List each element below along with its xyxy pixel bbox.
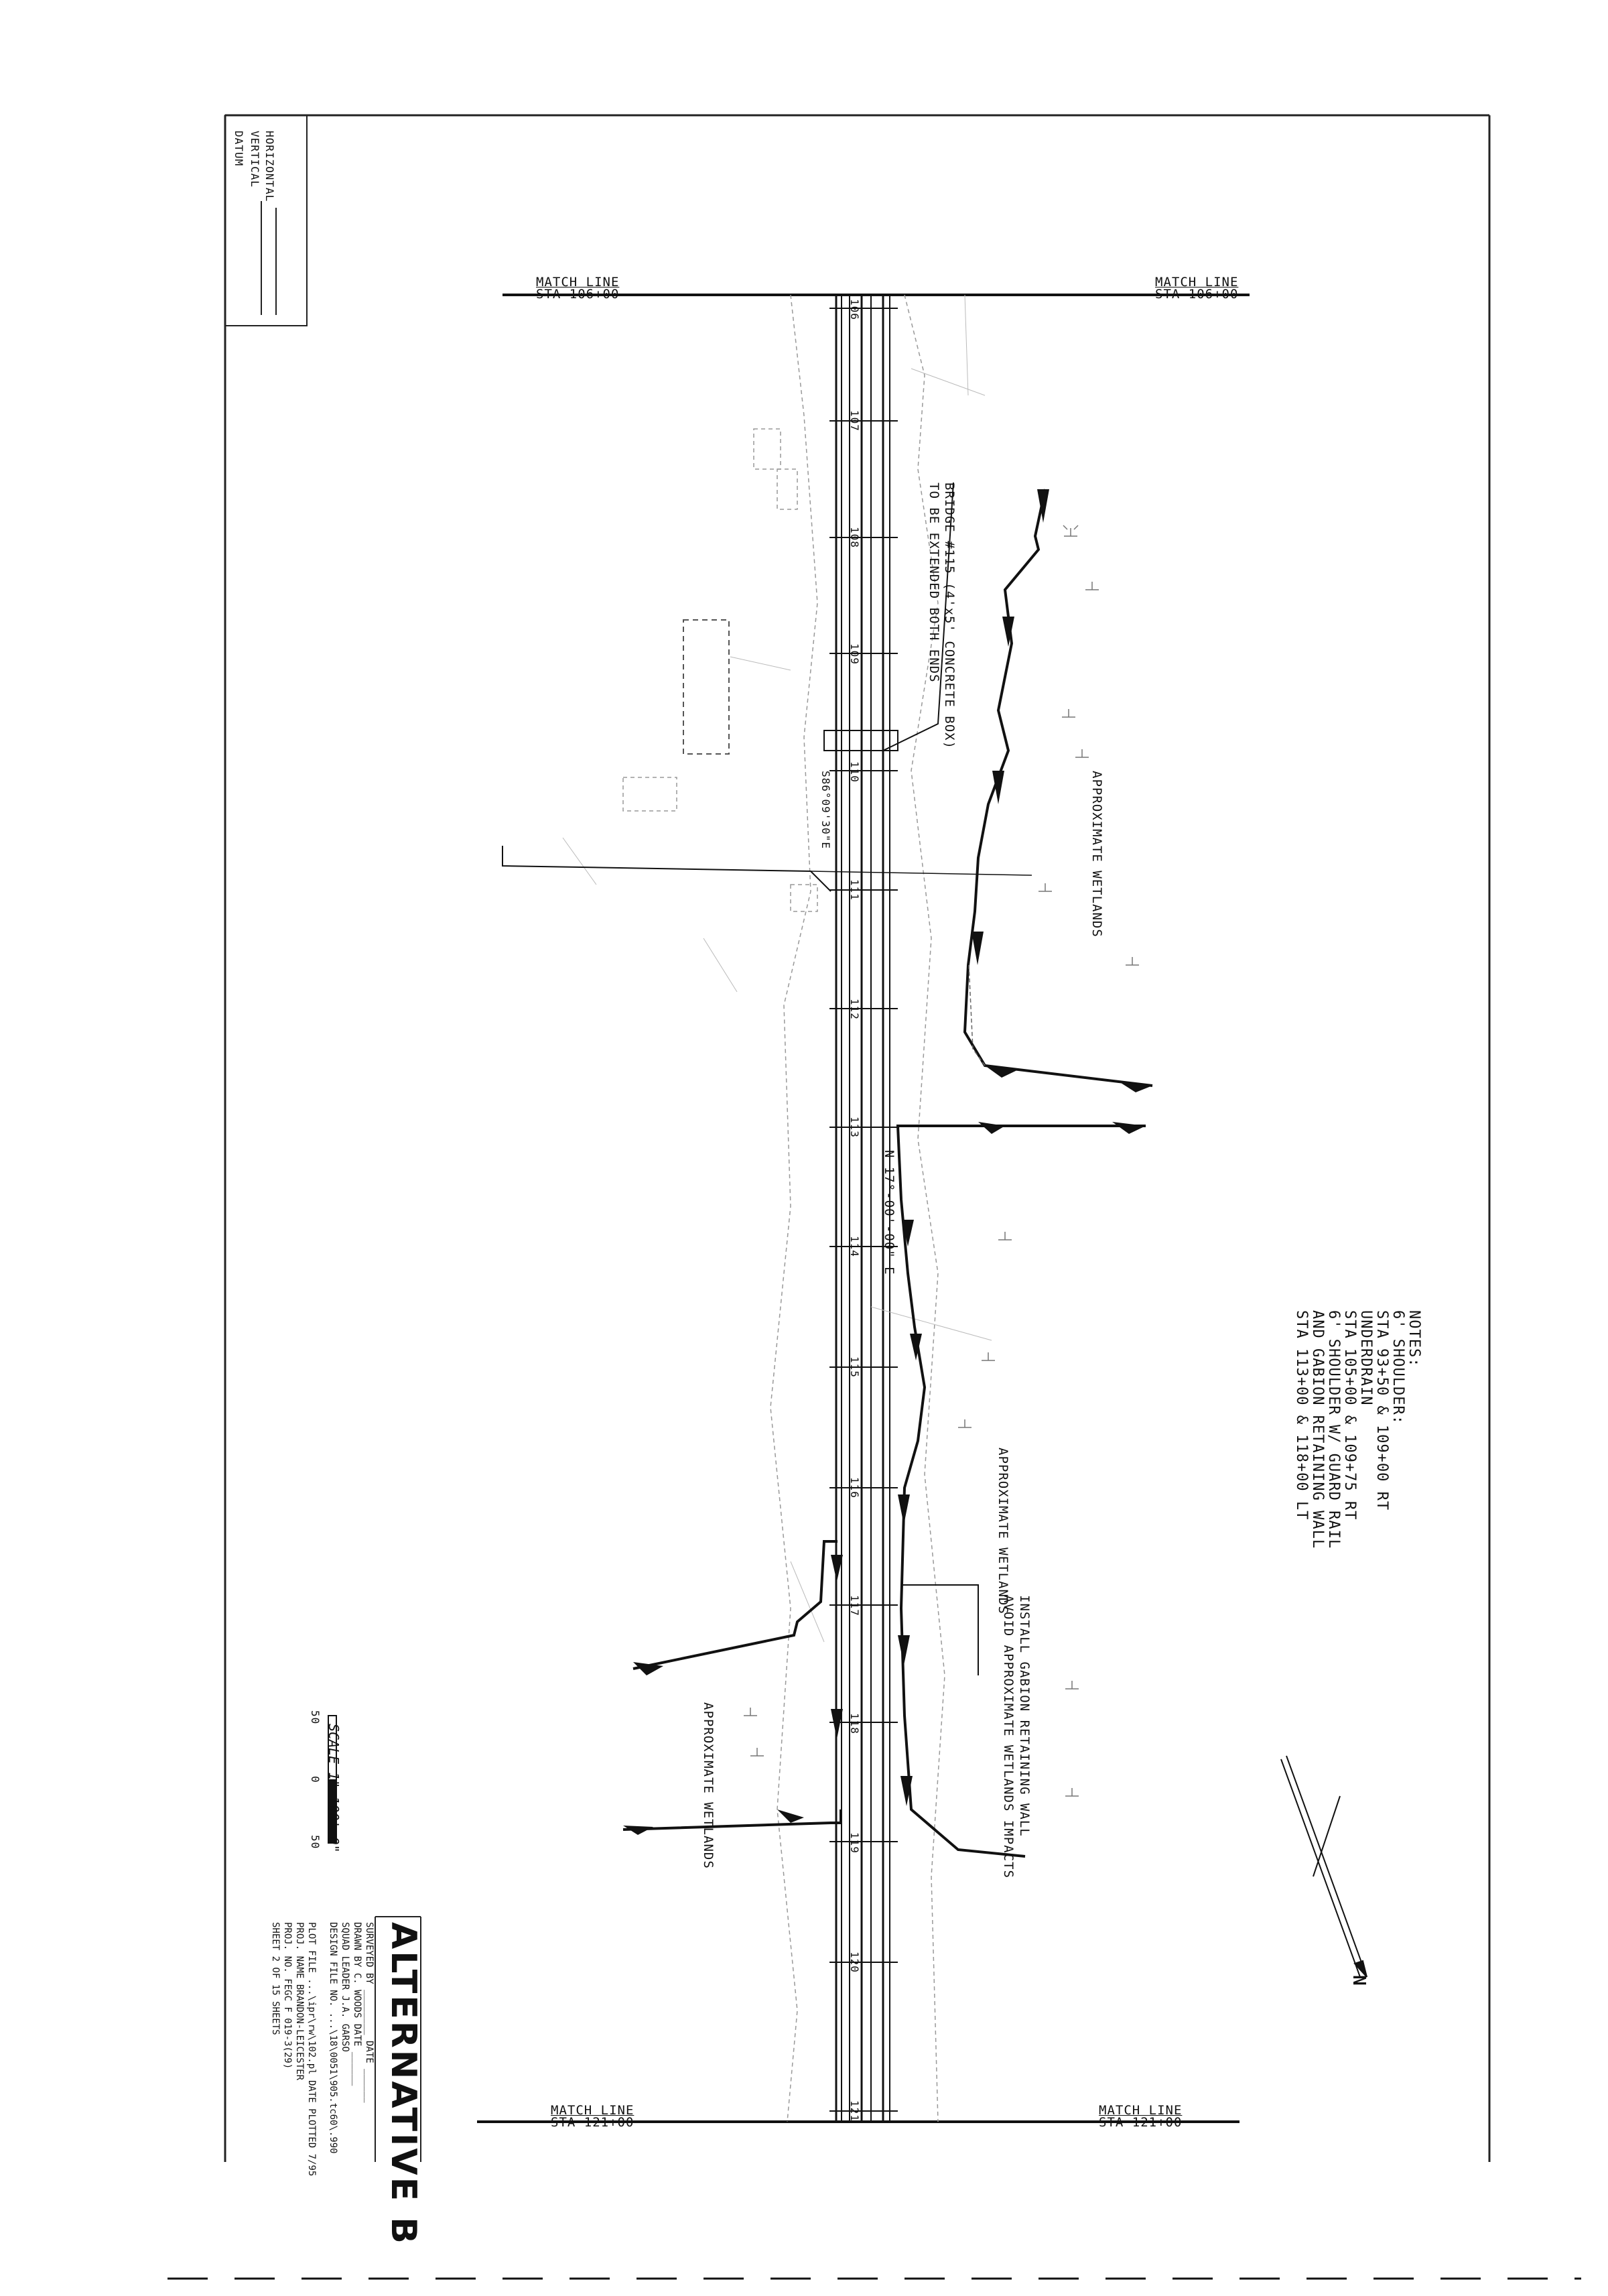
north-label: N — [1348, 1975, 1369, 1986]
scale-bar — [328, 1715, 337, 1844]
title-block — [375, 1916, 421, 2162]
datum-box — [224, 115, 308, 326]
title-block-rows-lower: PLOT FILE ...\ipr\rw\102.pl DATE PLOTTED… — [269, 1922, 318, 2176]
wetland-boundary-lower — [896, 1122, 1146, 1858]
notes-line: AND GABION RETAINING WALL — [1309, 1310, 1326, 1549]
wetlands-label-left: APPROXIMATE WETLANDS — [701, 1702, 716, 1869]
match-line-bottom-right: MATCH LINE STA 121+00 — [1099, 2103, 1183, 2130]
match-line-top-right: MATCH LINE STA 106+00 — [1155, 275, 1239, 302]
sheet-title: ALTERNATIVE B — [383, 1922, 423, 2246]
station-label: 121 — [848, 2100, 861, 2122]
title-block-row: DRAWN BY C. WOODS DATE ______ — [352, 1922, 362, 2086]
bridge-note-line1: BRIDGE #115 (4'x5' CONCRETE BOX) — [942, 483, 957, 750]
property-bearing: S86°09'30"E — [819, 771, 832, 849]
station-label: 115 — [848, 1356, 861, 1378]
existing-faint — [562, 294, 992, 1643]
notes-line: STA 93+50 & 109+00 RT — [1374, 1310, 1390, 1511]
station-label: 117 — [848, 1595, 861, 1616]
gabion-note-line1: INSTALL GABION RETAINING WALL — [1017, 1595, 1032, 1837]
property-line — [502, 846, 831, 892]
title-block-row: PROJ. NO. FEGC F 019-3(29) — [282, 1922, 293, 2069]
gabion-note-line2: AVOID APPROXIMATE WETLANDS IMPACTS — [1001, 1595, 1016, 1878]
north-arrow — [1280, 1755, 1367, 1978]
wetland-boundary-left — [622, 1540, 843, 1835]
title-block-rows: SURVEYED BY ________ DATE ______ DRAWN B… — [327, 1922, 375, 2154]
station-label: 108 — [848, 527, 861, 548]
wetland-symbols — [744, 525, 1139, 1797]
title-block-row: SQUAD LEADER J.A. GARSO — [340, 1922, 350, 2052]
datum-vertical: VERTICAL — [249, 131, 261, 188]
bridge-leader — [882, 482, 954, 751]
scale-left: 50 — [309, 1710, 322, 1725]
station-label: 118 — [848, 1713, 861, 1734]
station-label: 119 — [848, 1832, 861, 1854]
notes-heading: NOTES: — [1406, 1310, 1422, 1368]
datum-title: DATUM — [232, 131, 245, 167]
title-block-row: DESIGN FILE NO. ...\18\0051\905.tc60\.99… — [328, 1922, 338, 2154]
bridge-note-line2: TO BE EXTENDED BOTH ENDS — [927, 483, 941, 683]
wetland-boundary-upper — [963, 489, 1153, 1092]
notes-line: UNDERDRAIN — [1357, 1310, 1374, 1406]
cattle-pass-box — [683, 619, 730, 755]
station-label: 113 — [848, 1117, 861, 1138]
title-block-row: PROJ. NAME BRANDON-LEICESTER — [294, 1922, 305, 2081]
station-label: 116 — [848, 1477, 861, 1498]
title-block-row: PLOT FILE ...\ipr\rw\102.pl DATE PLOTTED… — [306, 1922, 317, 2177]
station-label: 107 — [848, 410, 861, 432]
notes-line: 6' SHOULDER W/ GUARD RAIL — [1325, 1310, 1342, 1549]
gabion-leader — [901, 1584, 979, 1675]
match-line-bottom-left: MATCH LINE STA 121+00 — [551, 2103, 634, 2130]
title-block-row: SURVEYED BY ________ DATE ______ — [364, 1922, 375, 2103]
station-label: 110 — [848, 761, 861, 783]
notes-line: STA 105+00 & 109+75 RT — [1341, 1310, 1358, 1521]
wetlands-label-upper: APPROXIMATE WETLANDS — [1089, 771, 1104, 938]
title-block-row: SHEET 2 OF 15 SHEETS — [270, 1922, 281, 2035]
notes-line: 6' SHOULDER: — [1390, 1310, 1406, 1425]
wetlands-label-lower: APPROXIMATE WETLANDS — [996, 1448, 1010, 1614]
station-label: 114 — [848, 1236, 861, 1257]
notes-block: NOTES: 6' SHOULDER: STA 93+50 & 109+00 R… — [1293, 1310, 1422, 1549]
station-label: 120 — [848, 1952, 861, 1973]
station-label: 109 — [848, 643, 861, 665]
scale-label: SCALE 1"=100'-0" — [326, 1724, 342, 1853]
match-line-top-left: MATCH LINE STA 106+00 — [536, 275, 620, 302]
notes-line: STA 113+00 & 118+00 LT — [1293, 1310, 1310, 1521]
station-label: 112 — [848, 999, 861, 1020]
station-label: 106 — [848, 299, 861, 320]
existing-features — [622, 294, 945, 2122]
centerline-bearing: N 17°-00'-00" E — [882, 1150, 896, 1275]
scale-mid: 0 — [309, 1776, 322, 1783]
scale-right: 50 — [309, 1835, 322, 1850]
datum-horizontal: HORIZONTAL — [263, 131, 276, 202]
station-label: 111 — [848, 879, 861, 901]
